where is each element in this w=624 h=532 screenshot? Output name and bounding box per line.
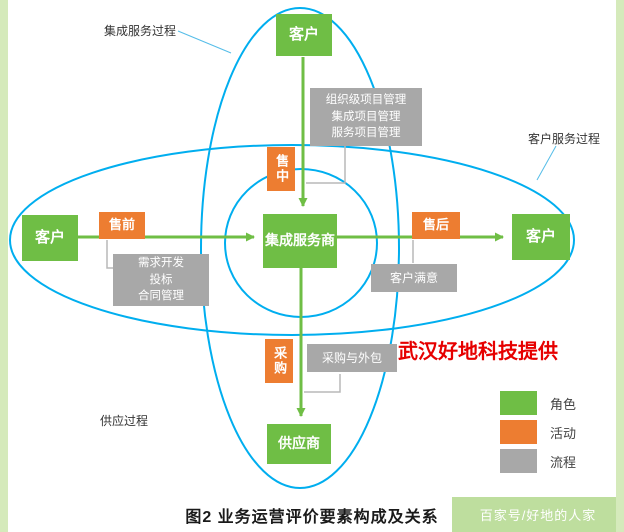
legend-item: 活动 xyxy=(500,420,576,444)
customer-service-ellipse xyxy=(9,144,575,336)
watermark-bar: 百家号/好地的人家 xyxy=(452,497,624,532)
figure-caption: 图2 业务运营评价要素构成及关系 xyxy=(185,508,439,526)
process-color-swatch xyxy=(500,449,537,473)
node-integrator: 集成服务商 xyxy=(263,214,337,268)
process-line: 集成项目管理 xyxy=(331,110,401,123)
process-line: 投标 xyxy=(149,273,173,286)
connector-org-pm xyxy=(306,146,346,184)
role-color-swatch xyxy=(500,391,537,415)
pointer-integration-label xyxy=(177,30,232,54)
connector-outsourcing xyxy=(304,374,341,393)
integration-process-ellipse xyxy=(200,7,400,489)
frame-strip-right xyxy=(616,0,624,532)
legend-item: 角色 xyxy=(500,391,576,415)
provider-watermark-text: 武汉好地科技提供 xyxy=(398,341,558,363)
node-midsale: 售中 xyxy=(267,147,295,191)
node-procurement: 采购 xyxy=(265,339,293,383)
node-customer-left: 客户 xyxy=(22,215,78,261)
integration-process-label: 集成服务过程 xyxy=(104,24,177,38)
customer-service-process-label: 客户服务过程 xyxy=(528,132,601,146)
pointer-customer-service-label xyxy=(536,145,557,181)
legend-label: 活动 xyxy=(550,425,577,441)
baijiahao-watermark: 百家号/好地的人家 xyxy=(479,508,597,523)
node-aftersale: 售后 xyxy=(412,212,460,239)
node-customer-top: 客户 xyxy=(276,14,332,56)
activity-color-swatch xyxy=(500,420,537,444)
node-procurement-outsourcing: 采购与外包 xyxy=(307,344,397,372)
node-requirements-bidding-contract: 需求开发 投标 合同管理 xyxy=(113,254,209,306)
process-line: 合同管理 xyxy=(138,290,184,303)
legend-label: 角色 xyxy=(550,396,577,412)
supply-process-label: 供应过程 xyxy=(100,414,149,428)
node-presale: 售前 xyxy=(99,212,145,239)
process-line: 需求开发 xyxy=(138,256,184,269)
process-line: 组织级项目管理 xyxy=(325,93,407,106)
node-customer-satisfaction: 客户满意 xyxy=(371,264,457,292)
node-customer-right: 客户 xyxy=(512,214,570,260)
legend: 角色 活动 流程 xyxy=(500,391,576,478)
connector-req-dev xyxy=(106,240,113,269)
frame-strip-left xyxy=(0,0,8,532)
node-supplier: 供应商 xyxy=(267,424,331,464)
node-org-project-management: 组织级项目管理 集成项目管理 服务项目管理 xyxy=(310,88,422,146)
legend-label: 流程 xyxy=(550,454,577,470)
process-line: 服务项目管理 xyxy=(331,127,401,140)
legend-item: 流程 xyxy=(500,449,576,473)
